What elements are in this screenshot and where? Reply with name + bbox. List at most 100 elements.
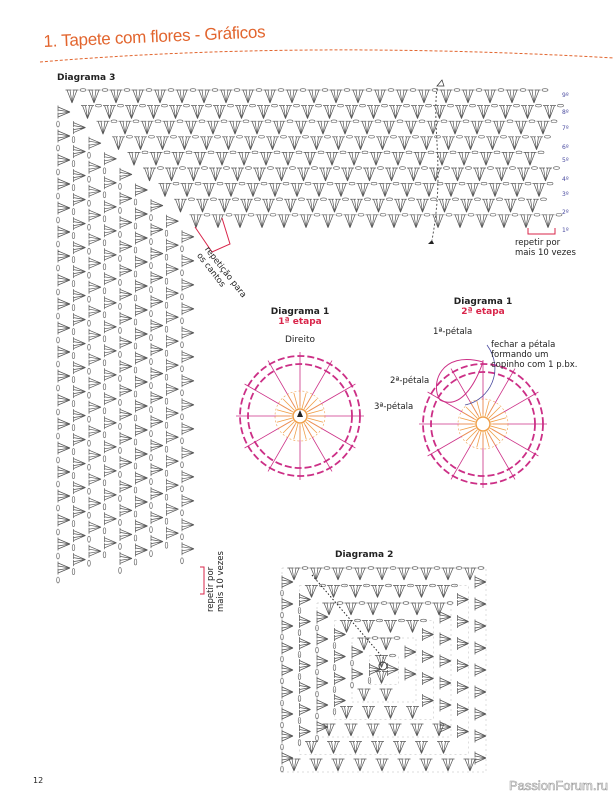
chain-stitch bbox=[232, 197, 239, 201]
title-dashed-underline bbox=[39, 49, 614, 63]
shell-stitch bbox=[237, 152, 251, 166]
chain-stitch bbox=[398, 618, 405, 623]
chain-stitch bbox=[133, 366, 138, 374]
shell-stitch bbox=[127, 152, 141, 166]
double-crochet-stitch bbox=[293, 423, 299, 440]
chain-stitch bbox=[293, 103, 300, 108]
shell-stitch bbox=[457, 703, 469, 716]
step-label: 2ª etapa bbox=[461, 307, 505, 317]
shell-stitch bbox=[422, 650, 434, 663]
chain-stitch bbox=[280, 655, 284, 663]
repeat-right-line-2: mais 10 vezes bbox=[515, 248, 576, 258]
chain-stitch bbox=[455, 566, 463, 570]
chain-stitch bbox=[359, 103, 366, 108]
shell-stitch bbox=[404, 667, 417, 681]
chain-stitch bbox=[269, 213, 277, 217]
shell-stitch bbox=[299, 703, 311, 716]
start-arrow-icon bbox=[297, 410, 303, 417]
chain-stitch bbox=[180, 365, 184, 373]
chain-stitch bbox=[352, 119, 360, 123]
shell-stitch bbox=[213, 105, 226, 119]
shell-stitch bbox=[299, 681, 311, 694]
shell-stitch bbox=[135, 351, 148, 365]
chain-stitch bbox=[56, 264, 60, 272]
shell-stitch bbox=[166, 478, 179, 492]
diagram-2-chart bbox=[280, 566, 487, 773]
chain-stitch bbox=[304, 182, 312, 186]
shell-stitch bbox=[166, 238, 179, 252]
chain-stitch bbox=[280, 589, 284, 597]
shell-stitch bbox=[307, 89, 321, 104]
chain-stitch bbox=[164, 229, 169, 237]
shell-stitch bbox=[57, 369, 71, 383]
chain-stitch bbox=[515, 150, 523, 154]
shell-stitch bbox=[363, 167, 376, 182]
chain-stitch bbox=[443, 166, 450, 170]
chain-stitch bbox=[102, 455, 107, 463]
shell-stitch bbox=[406, 706, 419, 719]
double-crochet-stitch bbox=[462, 411, 477, 421]
shell-stitch bbox=[281, 597, 294, 611]
chain-stitch bbox=[164, 493, 169, 501]
chain-stitch bbox=[179, 166, 186, 170]
shell-stitch bbox=[442, 136, 455, 150]
shell-stitch bbox=[104, 200, 117, 214]
shell-stitch bbox=[224, 183, 238, 197]
double-crochet-stitch bbox=[459, 417, 476, 423]
chain-stitch bbox=[315, 734, 319, 742]
shell-stitch bbox=[150, 295, 164, 309]
chain-stitch bbox=[133, 390, 138, 398]
chain-stitch bbox=[519, 88, 527, 92]
chain-stitch bbox=[332, 686, 337, 693]
chain-stitch bbox=[339, 150, 347, 154]
chain-stitch bbox=[118, 183, 122, 190]
shell-stitch bbox=[299, 615, 311, 628]
shell-stitch bbox=[255, 214, 269, 228]
shell-stitch bbox=[457, 637, 469, 650]
chain-stitch bbox=[149, 334, 153, 341]
chain-stitch bbox=[233, 88, 241, 92]
chain-stitch bbox=[458, 182, 466, 186]
shell-stitch bbox=[272, 120, 286, 135]
chain-stitch bbox=[95, 103, 102, 108]
shell-stitch bbox=[323, 105, 336, 119]
chain-stitch bbox=[167, 88, 175, 92]
double-crochet-stitch bbox=[489, 427, 504, 437]
shell-stitch bbox=[88, 448, 102, 462]
shell-stitch bbox=[474, 707, 487, 721]
shell-stitch bbox=[166, 502, 179, 516]
shell-stitch bbox=[316, 120, 330, 135]
petal-outline bbox=[436, 359, 484, 403]
shell-stitch bbox=[470, 120, 484, 135]
double-crochet-stitch bbox=[276, 409, 293, 415]
chain-stitch bbox=[301, 566, 309, 570]
chain-stitch bbox=[403, 103, 410, 108]
shell-stitch bbox=[135, 519, 148, 533]
chain-stitch bbox=[295, 150, 303, 154]
shell-stitch bbox=[357, 688, 371, 702]
chain-ring-outer bbox=[239, 355, 361, 477]
shell-stitch bbox=[387, 214, 401, 228]
shell-stitch bbox=[474, 619, 487, 633]
shell-stitch bbox=[104, 536, 117, 550]
shell-stitch bbox=[135, 423, 148, 437]
double-crochet-stitch bbox=[489, 411, 504, 421]
chain-stitch bbox=[71, 232, 76, 239]
shell-stitch bbox=[184, 120, 198, 135]
shell-stitch bbox=[431, 214, 445, 228]
shell-stitch bbox=[228, 120, 242, 135]
chain-stitch bbox=[298, 197, 305, 201]
chain-stitch bbox=[487, 166, 494, 170]
chain-stitch bbox=[164, 253, 169, 261]
chain-stitch bbox=[198, 119, 206, 123]
shell-stitch bbox=[57, 225, 71, 239]
shell-stitch bbox=[322, 723, 336, 737]
chain-stitch bbox=[245, 166, 252, 170]
chain-stitch bbox=[164, 325, 169, 333]
shell-stitch bbox=[119, 311, 133, 325]
chain-stitch bbox=[423, 213, 431, 217]
chain-stitch bbox=[164, 301, 169, 309]
shell-stitch bbox=[367, 105, 380, 119]
shell-stitch bbox=[279, 105, 292, 119]
chain-stitch bbox=[164, 397, 169, 405]
